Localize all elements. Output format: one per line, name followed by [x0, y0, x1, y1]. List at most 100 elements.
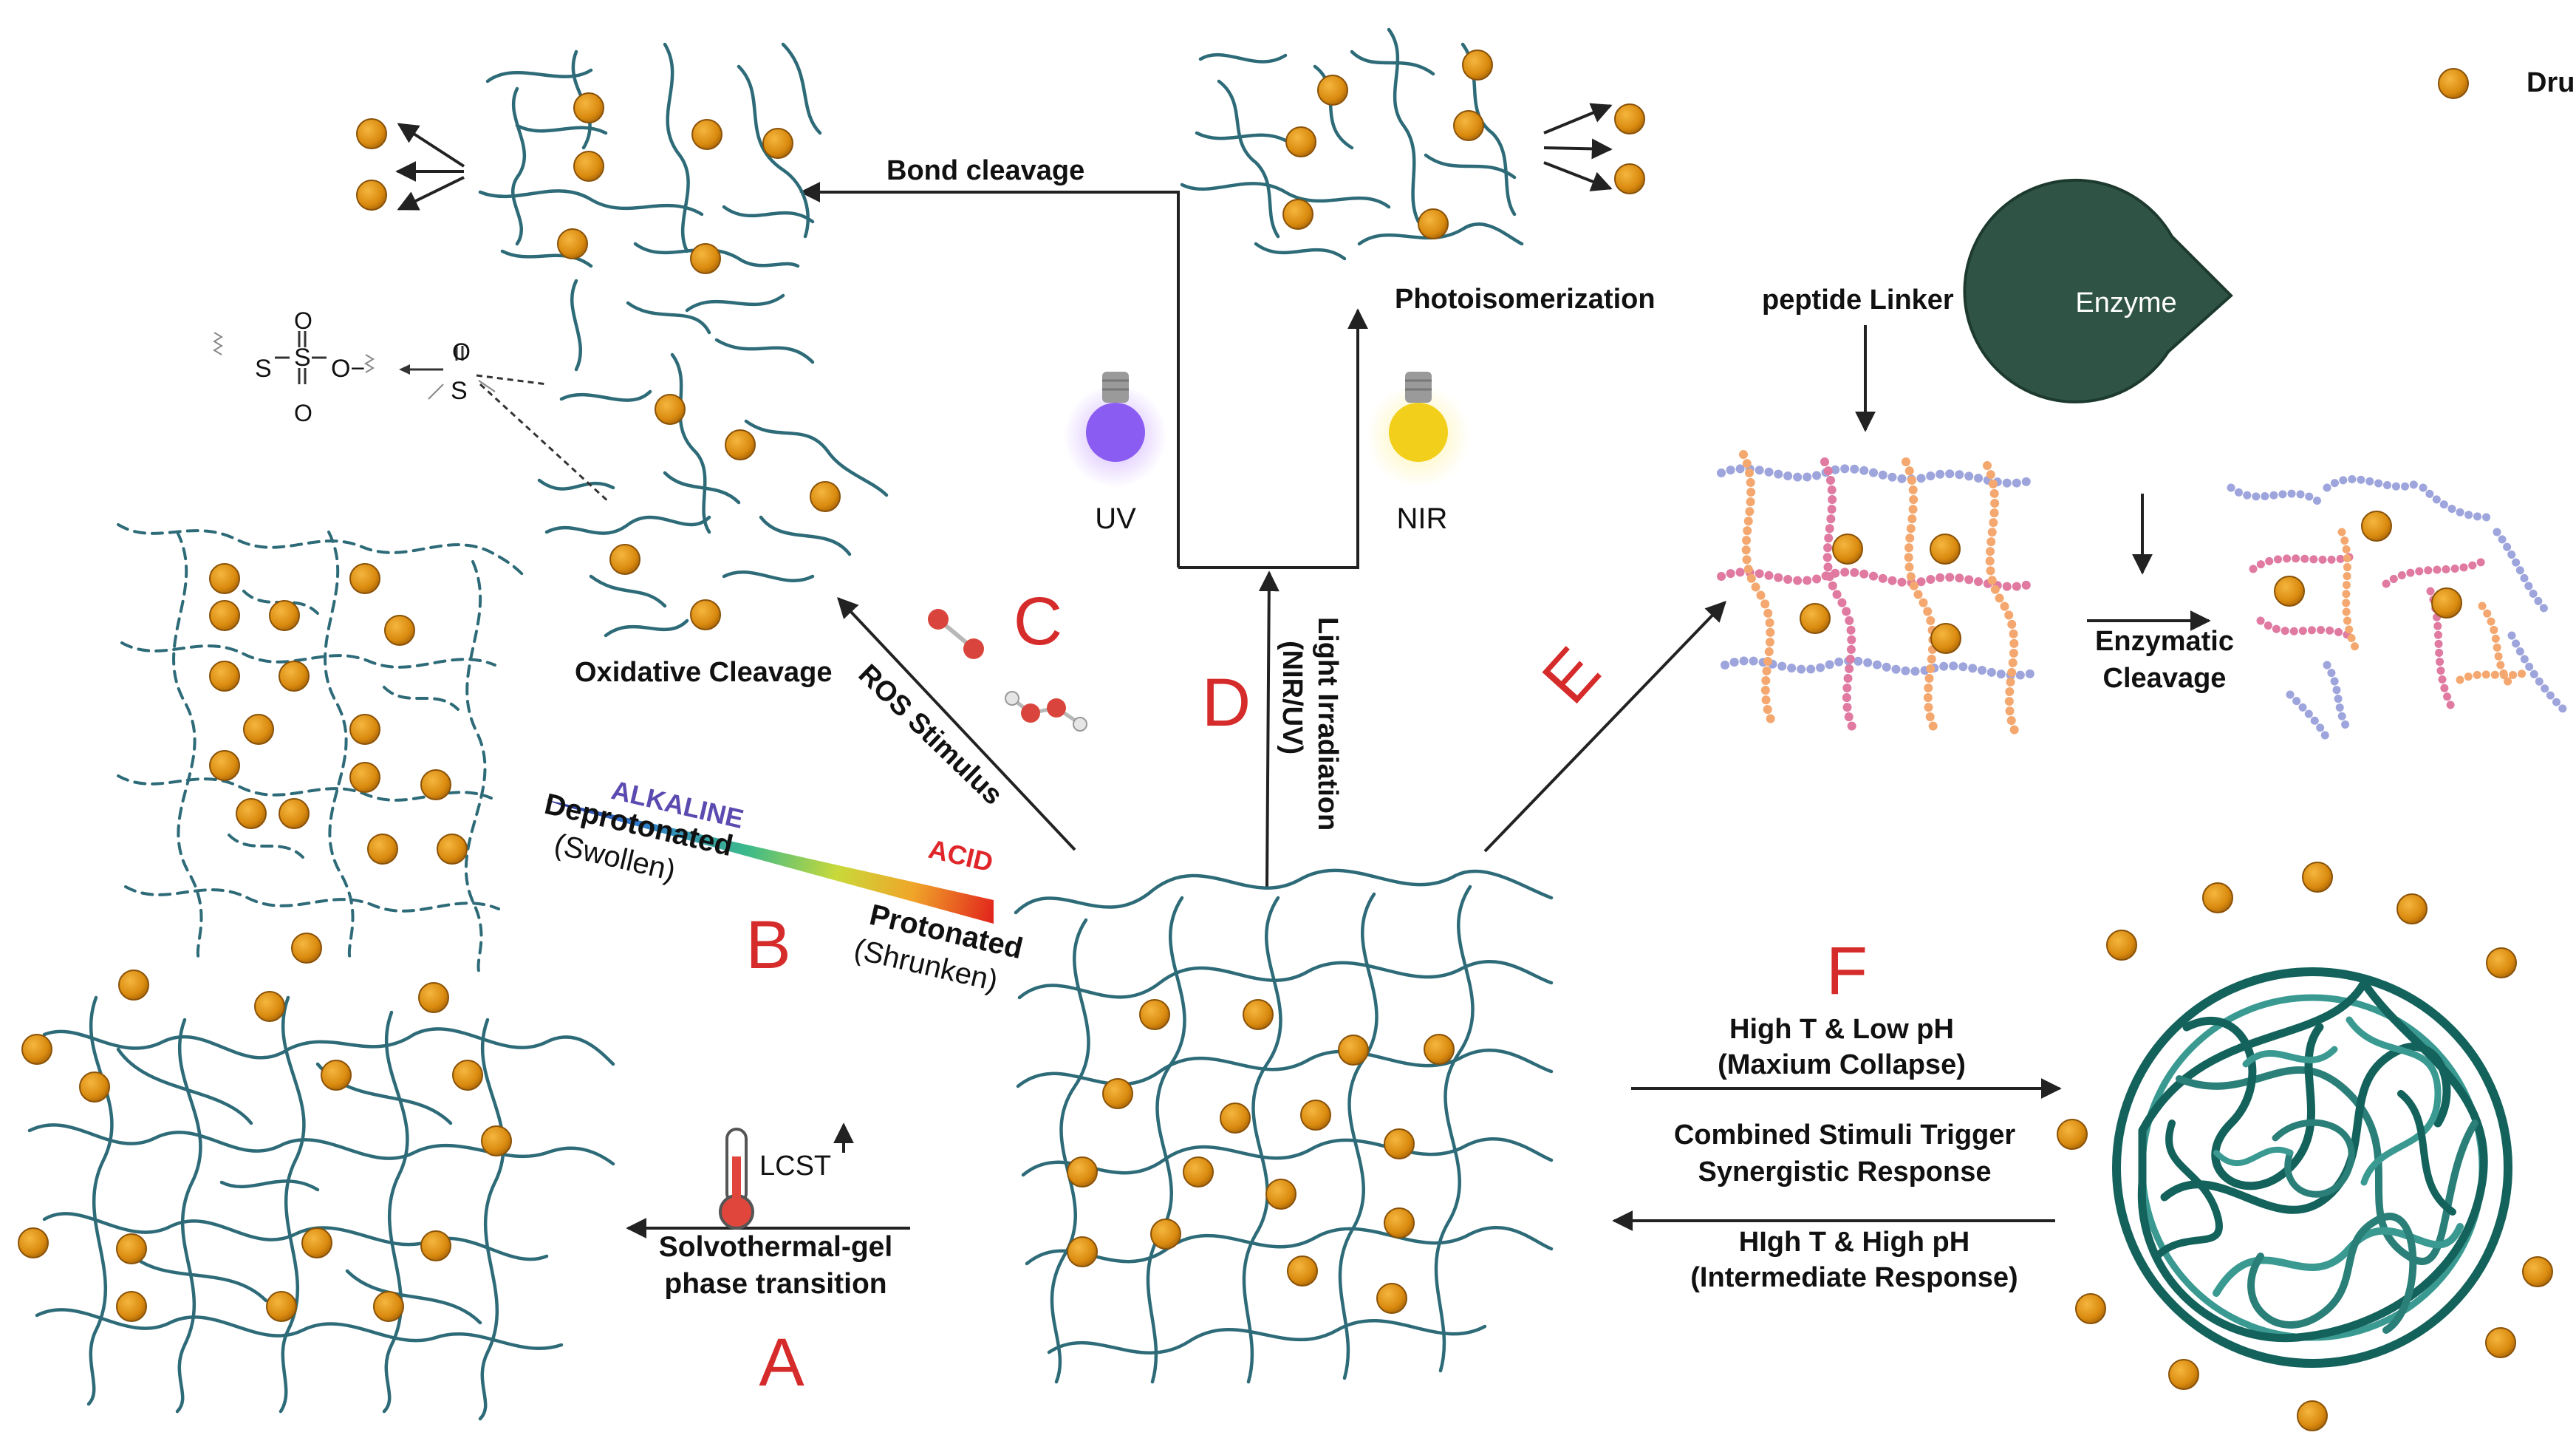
drug-particle: [2297, 1400, 2328, 1431]
arrow-c: [837, 596, 1076, 851]
peroxide-molecule-icon: [1005, 691, 1087, 732]
drug-particle: [349, 762, 380, 793]
drug-particle: [254, 991, 285, 1022]
chem-o-right: O: [452, 338, 471, 365]
peptide-linker-label: peptide Linker: [1762, 284, 1954, 316]
drug-particle: [1300, 1100, 1331, 1131]
panel-a-letter: A: [759, 1325, 804, 1400]
drug-particle: [1287, 1255, 1318, 1287]
drug-particle: [269, 600, 300, 631]
acid-label: ACID: [926, 834, 996, 878]
panel-c-letter: C: [1014, 584, 1062, 659]
drug-particle: [1243, 999, 1274, 1030]
arrow-d: [1258, 570, 1280, 887]
oxidative-gel: [537, 338, 889, 638]
uv-label: UV: [1095, 502, 1136, 535]
drug-particle: [291, 933, 322, 964]
peptide-network: [1717, 450, 2040, 740]
drug-particle: [2396, 893, 2428, 924]
drug-particle: [266, 1291, 297, 1322]
legend-drug-label: Drug: [2527, 67, 2576, 98]
drug-particle: [384, 615, 415, 646]
panel-a-gel: [27, 995, 615, 1421]
drug-particle: [691, 119, 722, 150]
drug-particle: [690, 599, 721, 630]
panel-a-line2: phase transition: [664, 1268, 886, 1300]
release-arrow: [1543, 103, 1613, 134]
ros-molecule-icon: [928, 609, 984, 659]
drug-particle: [1614, 103, 1645, 134]
drug-particle: [349, 563, 380, 594]
drug-particle: [356, 118, 387, 149]
drug-particle: [1376, 1283, 1407, 1314]
bond-cleaved-gel: [478, 42, 822, 372]
collapsed-coil: [2112, 967, 2512, 1368]
nir-uv-label: (NIR/UV): [1277, 641, 1308, 754]
arrow-photo: [1178, 308, 1368, 569]
enzyme-shape: [1963, 178, 2233, 403]
drug-particle: [1338, 1035, 1369, 1066]
nir-label: NIR: [1397, 502, 1448, 535]
chem-s-right: S: [451, 377, 468, 405]
cleavage-label: Cleavage: [2103, 663, 2227, 694]
drug-particle: [18, 1227, 49, 1258]
bond-cleavage-label: Bond cleavage: [886, 155, 1084, 186]
drug-particle: [2274, 576, 2305, 607]
drug-particle: [452, 1060, 483, 1091]
panel-e-letter: E: [1528, 633, 1615, 718]
drug-particle: [1220, 1103, 1251, 1134]
drug-particle: [1183, 1156, 1214, 1187]
drug-particle: [1930, 534, 1961, 565]
nir-bulb-icon: [1367, 372, 1470, 488]
intermediate-response-label: (Intermediate Response): [1690, 1262, 2018, 1293]
drug-particle: [573, 151, 604, 182]
chem-s-center: S: [294, 344, 311, 372]
drug-particle: [557, 228, 588, 259]
lcst-label: LCST: [759, 1151, 831, 1182]
drug-particle: [2361, 511, 2392, 542]
arrows: [395, 103, 2211, 1238]
drug-particle: [2302, 862, 2333, 893]
ph-gradient-bar: [545, 800, 994, 924]
drug-particle: [1418, 208, 1449, 239]
maxium-collapse-label: (Maxium Collapse): [1718, 1049, 1966, 1080]
drug-particle: [373, 1291, 404, 1322]
drug-particle: [1067, 1236, 1098, 1267]
combined-stimuli-label: Combined Stimuli Trigger: [1674, 1120, 2016, 1151]
uv-bulb-icon: [1064, 372, 1167, 488]
drug-particle: [236, 798, 267, 829]
drug-particles: [18, 50, 2553, 1431]
arrow-bond-cleavage: [799, 182, 1180, 568]
drug-particle: [243, 714, 274, 745]
drug-particle: [1067, 1156, 1098, 1187]
drug-particle: [1462, 50, 1493, 81]
arrow-e: [1483, 600, 1726, 853]
synergistic-response-label: Synergistic Response: [1698, 1156, 1991, 1187]
drug-particle: [209, 750, 240, 781]
drug-particle: [2106, 930, 2137, 961]
drug-particle: [2431, 587, 2462, 619]
drug-particle: [1317, 75, 1348, 106]
light-irradiation-label: Light Irradiation: [1312, 617, 1343, 831]
drug-particle: [1139, 999, 1170, 1030]
drug-particle: [321, 1060, 352, 1091]
drug-particle: [655, 394, 686, 425]
photo-gel: [1180, 27, 1524, 261]
drug-particle: [79, 1071, 110, 1103]
sulfone-structure: [213, 331, 611, 504]
drug-particle: [2057, 1119, 2088, 1150]
drug-particle: [1930, 623, 1961, 654]
drug-particle: [209, 563, 240, 594]
drug-particle: [1800, 603, 1831, 634]
drug-particle: [349, 714, 380, 745]
drug-particle: [279, 661, 310, 692]
drug-particle: [2202, 882, 2233, 913]
drug-particle: [2522, 1256, 2553, 1287]
central-hydrogel: [1014, 868, 1554, 1384]
drug-particle: [1384, 1128, 1415, 1159]
drug-particle: [356, 180, 387, 211]
drug-particle: [209, 600, 240, 631]
chem-o-bottom: O: [294, 400, 312, 426]
drug-particle: [1453, 110, 1484, 141]
